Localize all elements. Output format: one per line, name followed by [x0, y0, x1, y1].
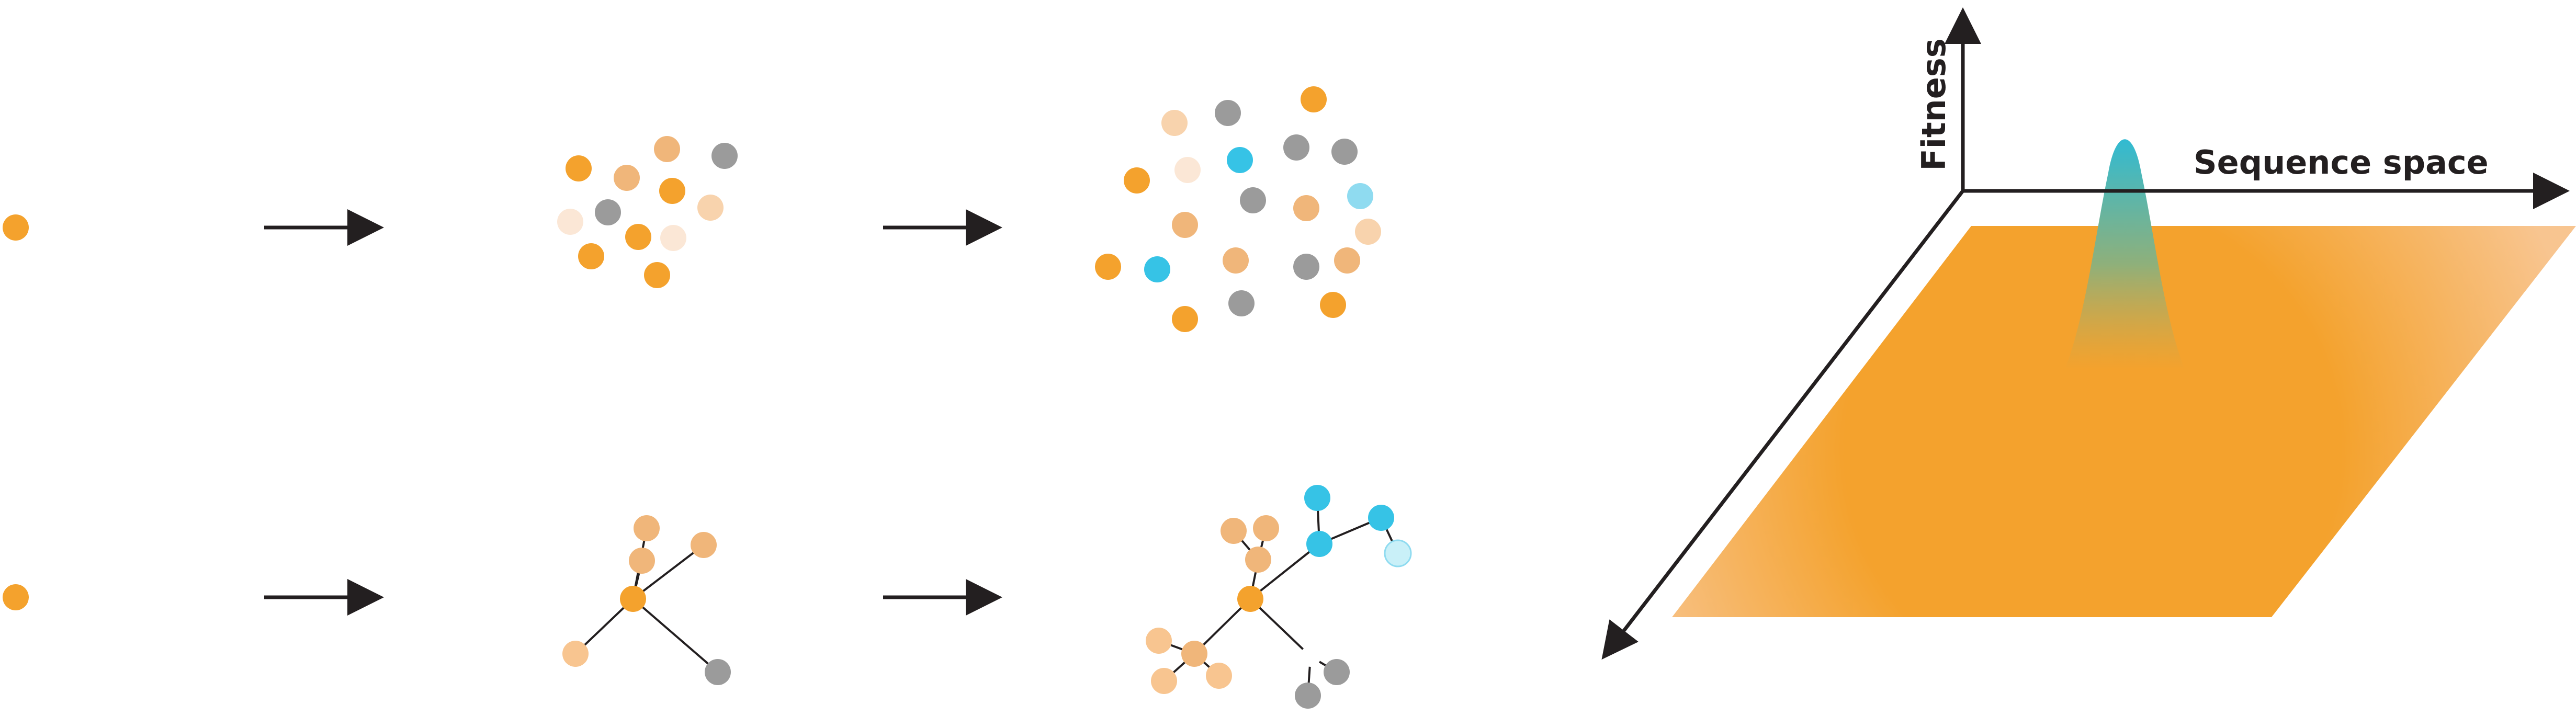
- dot: [1095, 254, 1121, 280]
- lineage-tree-large: [1146, 485, 1412, 709]
- dot: [1283, 134, 1309, 161]
- root-node: [1237, 586, 1263, 612]
- dot: [654, 136, 680, 162]
- node: [1304, 485, 1330, 511]
- dot: [1293, 195, 1319, 221]
- dot: [660, 225, 686, 251]
- dot: [1161, 110, 1188, 136]
- population-cluster-large: [1095, 86, 1381, 332]
- dot: [1215, 100, 1241, 126]
- node: [1245, 547, 1271, 573]
- dot: [697, 195, 724, 221]
- node: [1206, 663, 1232, 689]
- node: [1384, 539, 1412, 567]
- dot: [1228, 290, 1255, 316]
- root-node: [620, 586, 646, 612]
- fitness-peak: [2017, 139, 2233, 429]
- dot: [1334, 247, 1360, 274]
- dot: [1355, 219, 1381, 245]
- node: [691, 532, 717, 558]
- node: [1368, 505, 1394, 531]
- dot: [1331, 139, 1358, 165]
- dot: [644, 262, 670, 288]
- depth-axis: [1601, 189, 1964, 660]
- node: [1300, 646, 1321, 667]
- dot: [1144, 256, 1170, 282]
- node: [1181, 641, 1207, 667]
- lineage-row: [3, 485, 1412, 709]
- node: [1306, 531, 1332, 557]
- dot: [625, 224, 651, 250]
- node: [1253, 515, 1279, 541]
- dot: [1227, 147, 1253, 173]
- node: [1221, 518, 1247, 544]
- dot: [1301, 86, 1327, 112]
- node: [1295, 683, 1321, 709]
- dot: [1320, 292, 1346, 318]
- node: [1146, 628, 1172, 654]
- dot: [578, 243, 604, 269]
- population-cluster-small: [557, 136, 738, 288]
- dot: [1347, 183, 1373, 209]
- node: [629, 548, 655, 574]
- node: [634, 515, 660, 541]
- node: [562, 641, 589, 667]
- sequence-axis-label: Sequence space: [2194, 143, 2489, 181]
- dot: [659, 178, 685, 204]
- node: [1151, 668, 1177, 694]
- lineage-tree-small: [562, 515, 731, 685]
- dot: [1172, 212, 1198, 238]
- node: [1324, 659, 1350, 685]
- dot: [614, 165, 640, 191]
- fitness-landscape: Fitness Sequence space: [1601, 7, 2576, 660]
- population-row: [3, 86, 1381, 332]
- dot: [1174, 157, 1201, 183]
- dot: [566, 155, 592, 181]
- dot: [1223, 247, 1249, 274]
- dot: [1124, 167, 1150, 194]
- node: [705, 659, 731, 685]
- founder-dot: [3, 214, 29, 241]
- dot: [557, 209, 583, 235]
- dot: [1240, 187, 1266, 213]
- founder-dot: [3, 584, 29, 610]
- dot: [595, 199, 621, 225]
- dot: [711, 143, 738, 169]
- dot: [1293, 254, 1319, 280]
- fitness-axis-label: Fitness: [1915, 38, 1953, 171]
- dot: [1172, 306, 1198, 332]
